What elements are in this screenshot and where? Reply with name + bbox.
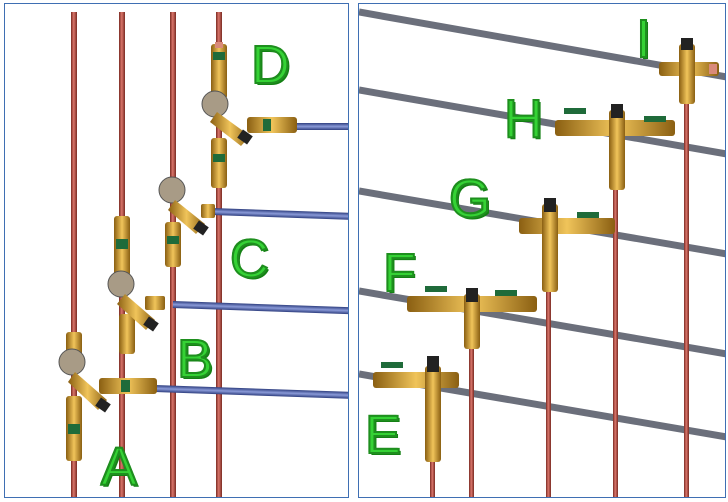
tee-assembly-h xyxy=(555,104,675,190)
tee-assembly-f xyxy=(407,286,537,349)
right-piping-drawing xyxy=(359,8,725,497)
valve-assembly-d xyxy=(201,42,297,188)
tee-assembly-g xyxy=(519,198,615,292)
label-a: A xyxy=(100,437,138,497)
copper-riser xyxy=(469,334,474,497)
valve-assembly-b xyxy=(107,216,165,354)
left-piping-drawing xyxy=(58,12,348,497)
copper-riser xyxy=(613,154,618,497)
label-g: G xyxy=(448,169,492,229)
valve-assembly-c xyxy=(158,176,215,267)
valve-assembly-a xyxy=(58,332,157,461)
right-panel: I H G F E xyxy=(358,3,726,498)
tee-assembly-e xyxy=(373,356,459,462)
label-i: I xyxy=(635,9,652,69)
label-c: C xyxy=(229,229,270,289)
copper-pipe xyxy=(71,12,77,497)
copper-pipe xyxy=(216,12,222,497)
label-d: D xyxy=(250,35,291,95)
copper-riser xyxy=(546,244,551,497)
branch-pipe-d xyxy=(295,123,348,130)
branch-pipe-c xyxy=(211,208,348,220)
label-b: B xyxy=(176,329,214,389)
branch-pipe-a xyxy=(154,385,348,399)
tee-assembly-i xyxy=(659,38,719,104)
branch-pipe-b xyxy=(172,301,348,315)
gray-pipe-h xyxy=(359,86,725,158)
label-f: F xyxy=(382,243,417,303)
label-h: H xyxy=(503,89,544,149)
copper-riser xyxy=(684,79,689,497)
left-panel: D C B A xyxy=(4,3,349,498)
label-e: E xyxy=(364,405,402,465)
